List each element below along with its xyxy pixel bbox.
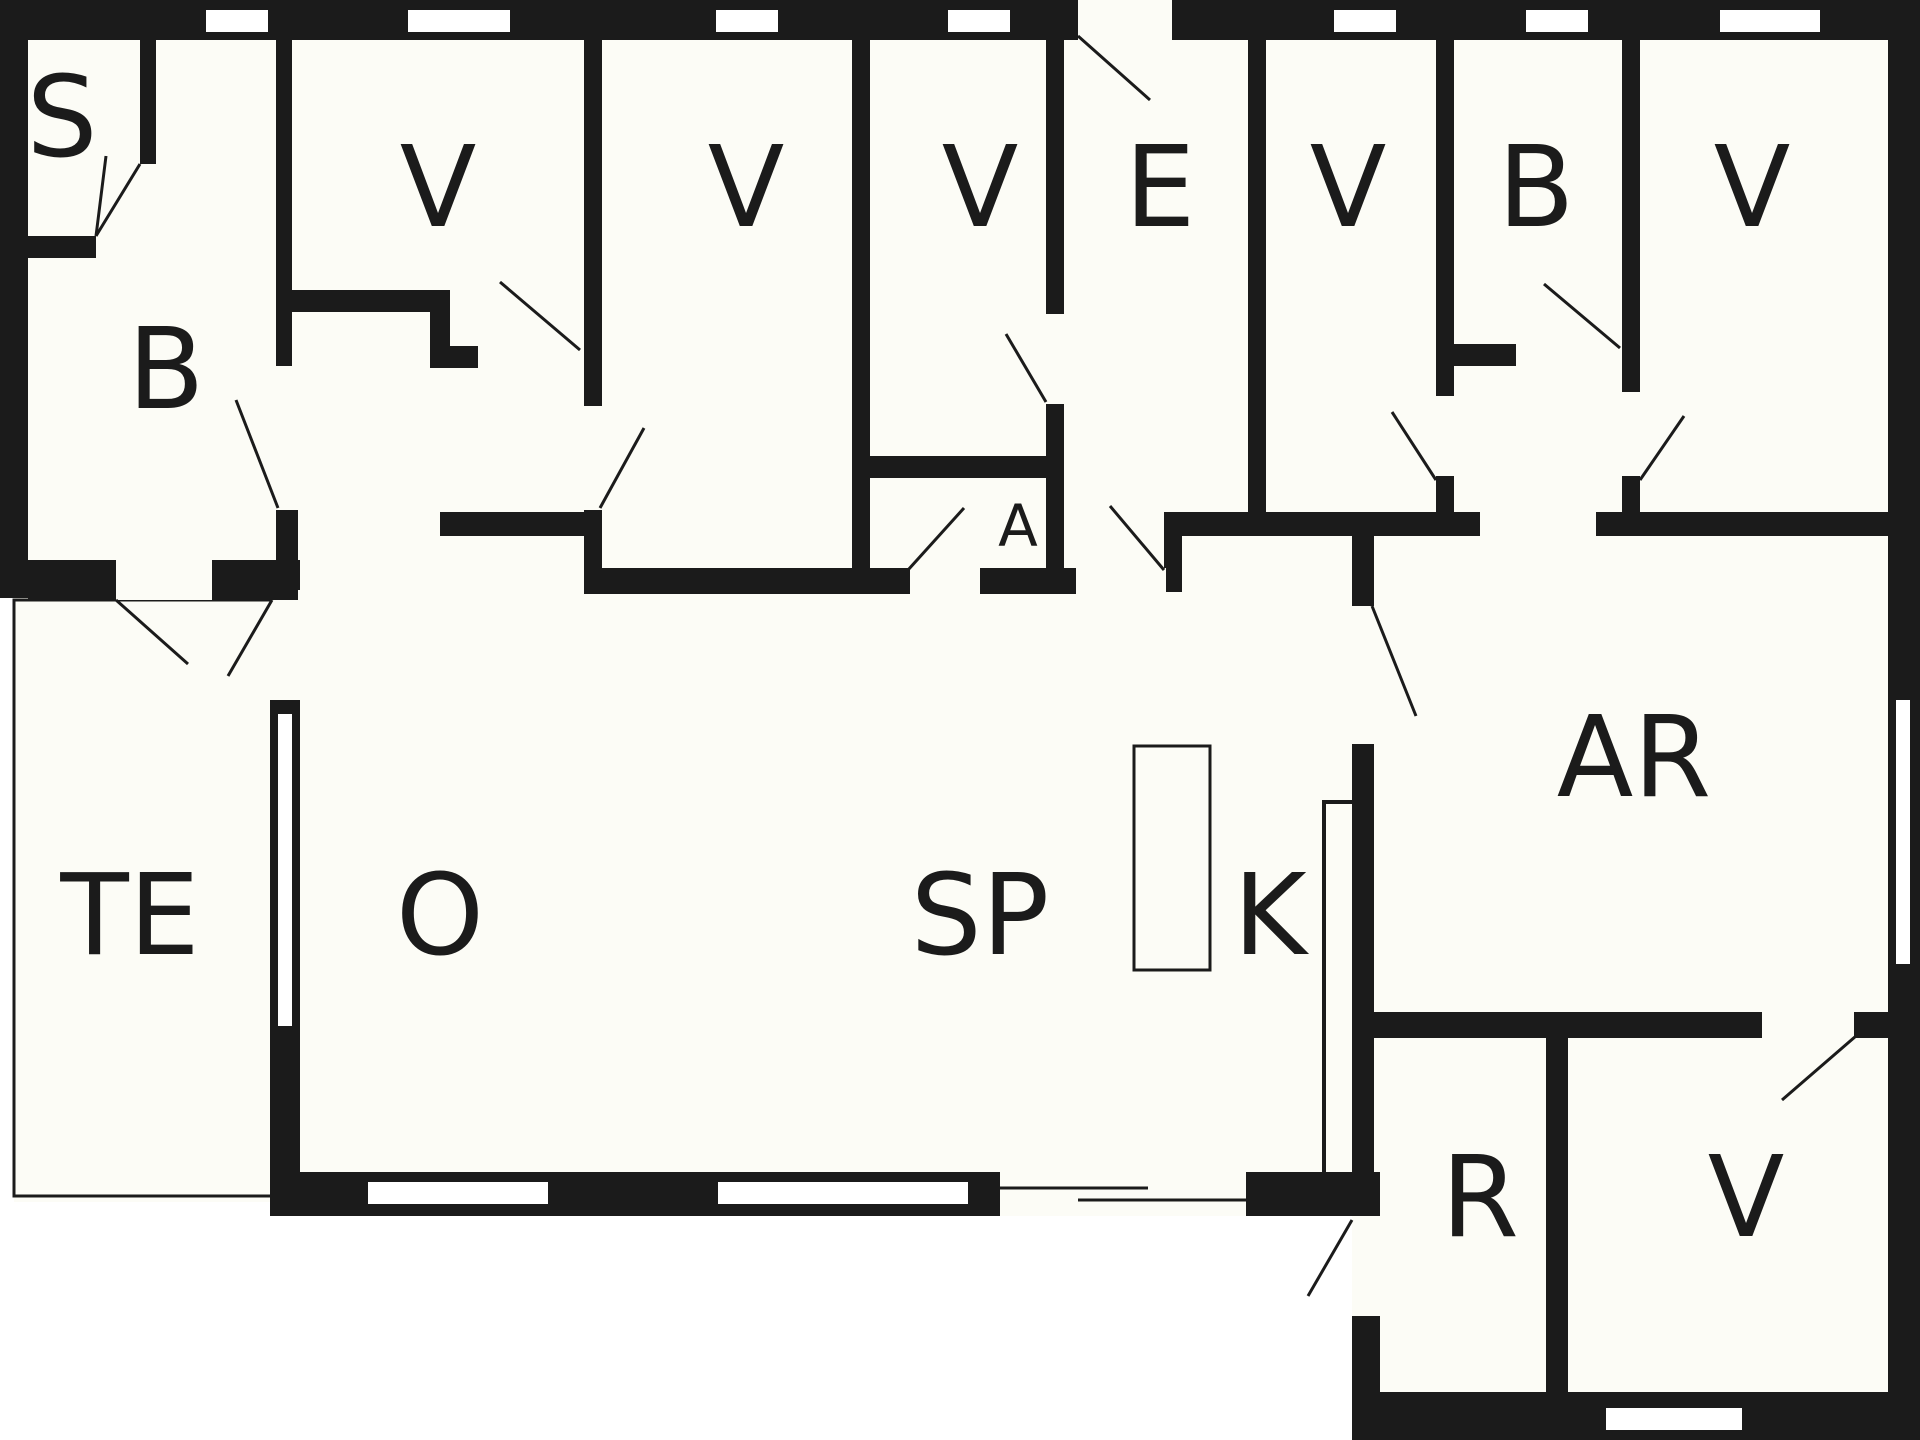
room-label-v3: V xyxy=(942,123,1019,253)
windows xyxy=(206,10,1910,1430)
room-label-v6: V xyxy=(1708,1133,1785,1263)
room-label-b-right: B xyxy=(1498,123,1575,253)
room-label-e: E xyxy=(1125,123,1196,253)
interior-walls xyxy=(28,36,1890,1396)
room-label-b-left: B xyxy=(128,305,205,435)
floor-area xyxy=(14,36,1890,1396)
room-label-te: TE xyxy=(59,851,199,981)
kitchen-appliance xyxy=(1132,744,1212,972)
room-label-r: R xyxy=(1441,1133,1519,1263)
room-label-k: K xyxy=(1233,851,1309,981)
entrance-opening xyxy=(1078,0,1172,40)
room-label-v2: V xyxy=(708,123,785,253)
room-label-v5: V xyxy=(1714,123,1791,253)
room-label-v1: V xyxy=(400,123,477,253)
door-openings xyxy=(116,314,1854,1316)
room-label-v4: V xyxy=(1310,123,1387,253)
room-labels: S B V V V E V B V A TE O SP K AR R V xyxy=(26,53,1790,1263)
room-label-s: S xyxy=(26,53,97,183)
door-swings xyxy=(94,34,1857,1297)
sliding-door xyxy=(1000,1172,1246,1216)
room-label-sp: SP xyxy=(911,851,1050,981)
room-label-ar: AR xyxy=(1557,693,1711,823)
room-label-a: A xyxy=(998,492,1038,560)
room-label-o: O xyxy=(396,851,484,981)
